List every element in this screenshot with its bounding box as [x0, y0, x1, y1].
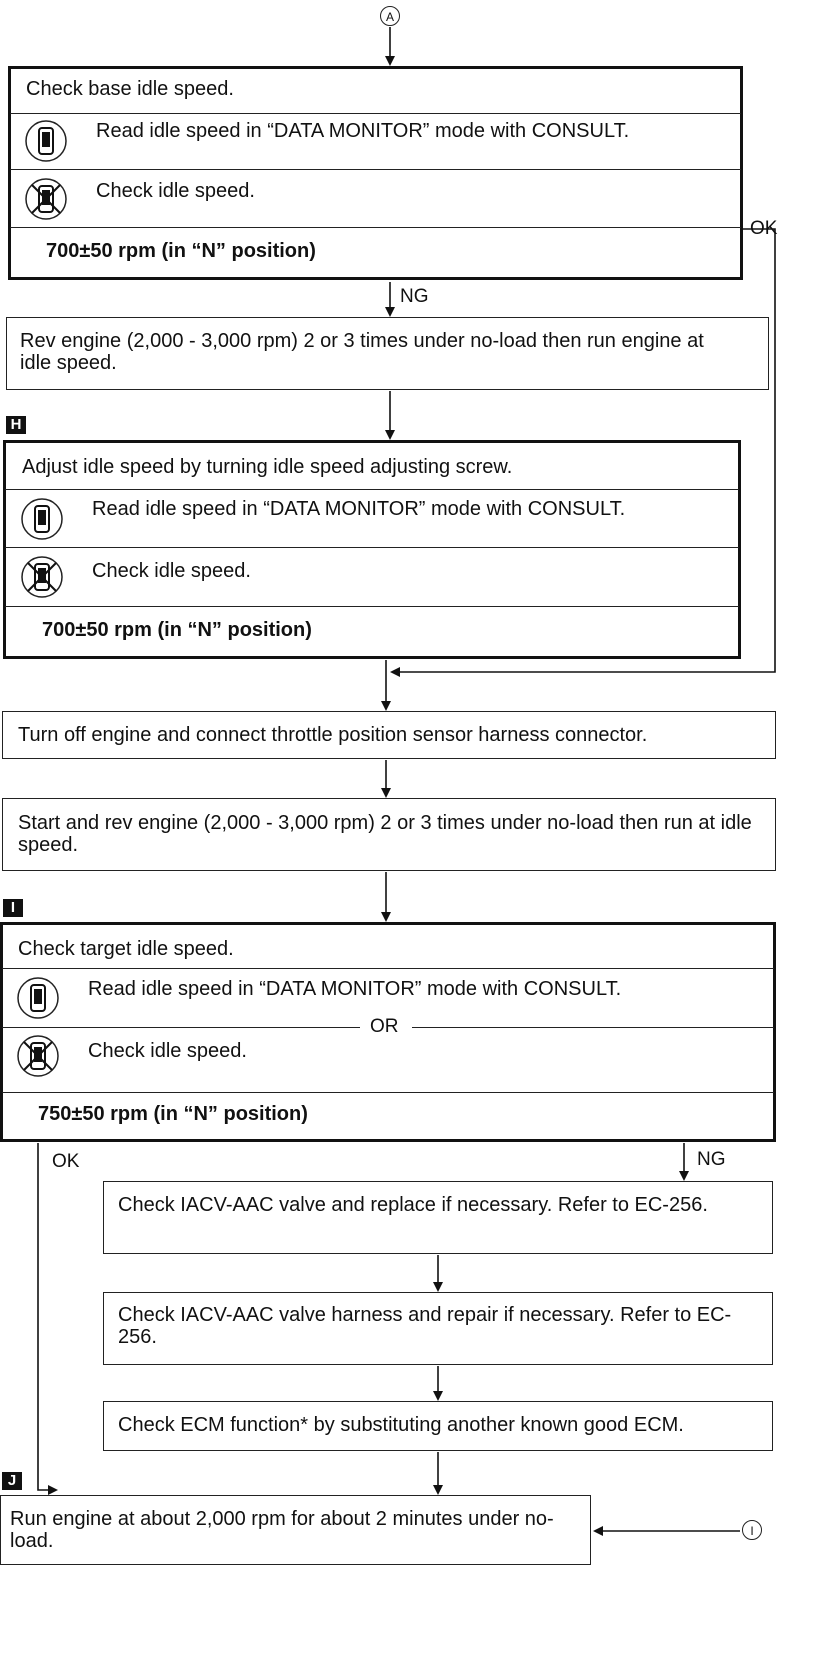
check-target-spec: 750±50 rpm (in “N” position): [38, 1103, 308, 1125]
iacv-valve-box: [103, 1181, 773, 1254]
start-rev-text: Start and rev engine (2,000 - 3,000 rpm)…: [18, 812, 752, 856]
check-base-idle-box: [8, 66, 743, 280]
divider: [2, 968, 774, 969]
adjust-title: Adjust idle speed by turning idle speed …: [22, 456, 513, 478]
no-consult-icon: [24, 177, 68, 221]
adjust-consult-text: Read idle speed in “DATA MONITOR” mode w…: [92, 498, 626, 520]
ok-label: OK: [750, 218, 778, 239]
consult-device-icon: [16, 976, 60, 1020]
check-base-spec: 700±50 rpm (in “N” position): [46, 240, 316, 262]
ecm-box: [103, 1401, 773, 1451]
check-target-title: Check target idle speed.: [18, 938, 234, 960]
or-divider-right: [412, 1027, 774, 1028]
iacv-harness-box: [103, 1292, 773, 1365]
iacv-harness-text: Check IACV-AAC valve harness and repair …: [118, 1304, 732, 1348]
divider: [5, 547, 739, 548]
run-engine-text: Run engine at about 2,000 rpm for about …: [10, 1508, 554, 1552]
check-base-title: Check base idle speed.: [26, 78, 234, 100]
check-target-box: [0, 922, 776, 1142]
marker-i: I: [3, 899, 23, 917]
run-engine-box: [0, 1495, 591, 1565]
divider: [10, 169, 741, 170]
no-consult-icon: [20, 555, 64, 599]
turn-off-box: [2, 711, 776, 759]
connector-i-label: I: [750, 1524, 754, 1538]
turn-off-text: Turn off engine and connect throttle pos…: [18, 724, 648, 746]
check-base-manual-text: Check idle speed.: [96, 180, 255, 202]
marker-h: H: [6, 416, 26, 434]
start-rev-box: [2, 798, 776, 871]
ok-label: OK: [52, 1151, 80, 1172]
connector-a-circle: A: [380, 6, 400, 26]
connector-a-label: A: [385, 10, 394, 24]
no-consult-icon: [16, 1034, 60, 1078]
connector-i-circle: I: [742, 1520, 762, 1540]
rev-engine-text: Rev engine (2,000 - 3,000 rpm) 2 or 3 ti…: [20, 330, 704, 374]
adjust-spec: 700±50 rpm (in “N” position): [42, 619, 312, 641]
check-target-manual-text: Check idle speed.: [88, 1040, 247, 1062]
consult-device-icon: [24, 119, 68, 163]
check-base-consult-text: Read idle speed in “DATA MONITOR” mode w…: [96, 120, 630, 142]
ng-label: NG: [400, 286, 429, 307]
divider: [2, 1092, 774, 1093]
adjust-manual-text: Check idle speed.: [92, 560, 251, 582]
divider: [5, 606, 739, 607]
ecm-text: Check ECM function* by substituting anot…: [118, 1414, 684, 1436]
ng-label: NG: [697, 1149, 726, 1170]
or-divider-left: [2, 1027, 360, 1028]
check-target-consult-text: Read idle speed in “DATA MONITOR” mode w…: [88, 978, 622, 1000]
consult-device-icon: [20, 497, 64, 541]
divider: [5, 489, 739, 490]
divider: [10, 227, 741, 228]
marker-j: J: [2, 1472, 22, 1490]
iacv-valve-text: Check IACV-AAC valve and replace if nece…: [118, 1194, 708, 1216]
divider: [10, 113, 741, 114]
or-label: OR: [370, 1016, 399, 1037]
